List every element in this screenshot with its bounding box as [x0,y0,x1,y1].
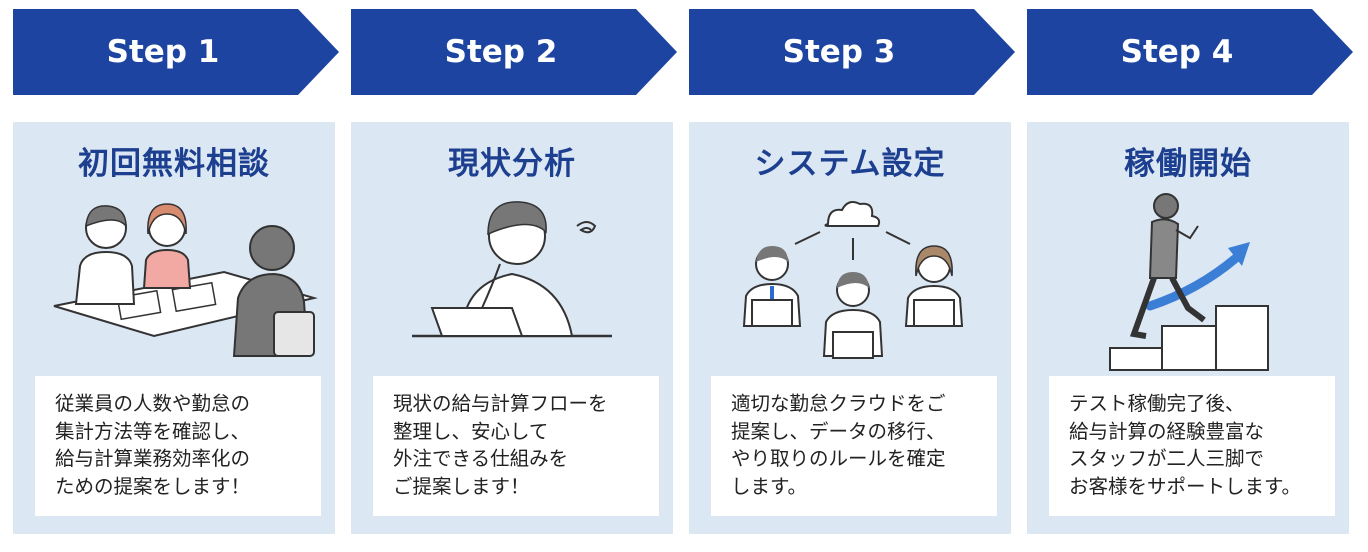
step-1-description: 従業員の人数や勤怠の 集計方法等を確認し、 給与計算業務効率化の ための提案をし… [55,390,315,500]
description-line: 適切な勤怠クラウドをご [731,392,946,415]
description-line: します。 [731,474,808,498]
step-1-description-box: 従業員の人数や勤怠の 集計方法等を確認し、 給与計算業務効率化の ための提案をし… [35,376,321,516]
description-line: 整理し、安心して [393,419,549,443]
step-3-arrow [689,9,1015,95]
step-2-column: Step 2 現状分析 現状の給与計算フローを 整理し、安心して 外注できる仕組… [351,0,677,552]
step-4-title: 稼働開始 [1124,146,1252,182]
consultation-meeting-icon [24,186,324,372]
step-4-description-box: テスト稼働完了後、 給与計算の経験豊富な スタッフが二人三脚で お客様をサポート… [1049,376,1335,516]
description-line: 給与計算業務効率化の [55,447,251,470]
cloud-network-team-icon [700,186,1000,372]
description-line: ための提案をします！ [55,474,251,498]
step-2-label: Step 2 [444,34,558,70]
description-line: スタッフが二人三脚で [1069,447,1265,470]
description-line: 集計方法等を確認し、 [55,419,251,443]
step-4-label: Step 4 [1120,34,1234,70]
step-1-title: 初回無料相談 [78,146,270,182]
step-3-column: Step 3 システム設定 適切な勤 [689,0,1015,552]
step-3-description-box: 適切な勤怠クラウドをご 提案し、データの移行、 やり取りのルールを確定 します。 [711,376,997,516]
step-2-description-box: 現状の給与計算フローを 整理し、安心して 外注できる仕組みを ご提案します！ [373,376,659,516]
thinking-person-laptop-icon [362,186,662,372]
climbing-stairs-growth-icon [1038,186,1338,372]
step-1-arrow [13,9,339,95]
description-line: テスト稼働完了後、 [1069,392,1245,415]
step-2-arrow [351,9,677,95]
step-3-title: システム設定 [754,146,946,182]
description-line: 給与計算の経験豊富な [1069,419,1265,443]
description-line: 現状の給与計算フローを [393,392,608,415]
description-line: 従業員の人数や勤怠の [55,392,251,415]
step-3-label: Step 3 [782,34,896,70]
step-3-description: 適切な勤怠クラウドをご 提案し、データの移行、 やり取りのルールを確定 します。 [731,390,991,500]
step-4-column: Step 4 稼働開始 テスト稼働完了後、 給与計算の経験豊富な スタッフが二人… [1027,0,1353,552]
description-line: やり取りのルールを確定 [731,447,946,470]
step-4-description: テスト稼働完了後、 給与計算の経験豊富な スタッフが二人三脚で お客様をサポート… [1069,390,1329,500]
step-2-title: 現状分析 [448,146,576,182]
description-line: お客様をサポートします。 [1069,474,1302,498]
step-2-description: 現状の給与計算フローを 整理し、安心して 外注できる仕組みを ご提案します！ [393,390,653,500]
description-line: 提案し、データの移行、 [731,419,946,443]
description-line: 外注できる仕組みを [393,447,569,470]
description-line: ご提案します！ [393,474,530,498]
step-4-arrow [1027,9,1353,95]
step-1-label: Step 1 [106,34,220,70]
step-1-column: Step 1 初回無料相談 従業員の人数や勤怠の 集計方法等を確認し、 給与計算… [13,0,339,552]
